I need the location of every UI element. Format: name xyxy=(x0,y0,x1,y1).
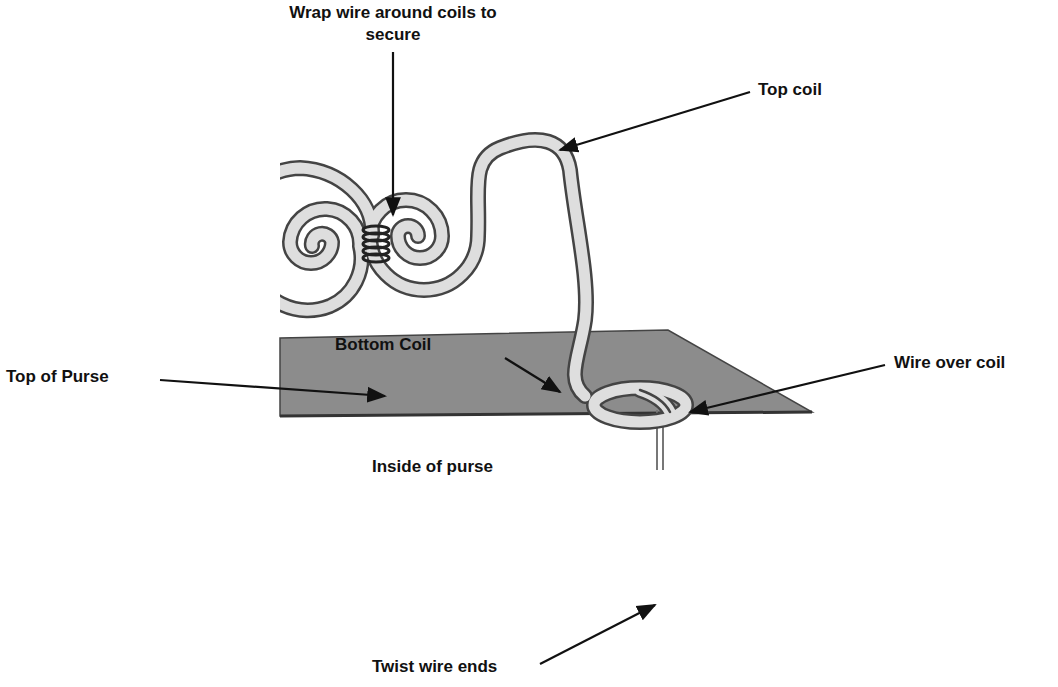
purse-edge xyxy=(280,412,812,416)
callout-label: Bottom Coil xyxy=(335,334,431,356)
callout-label: Inside of purse xyxy=(372,456,493,478)
callout-label: Wire over coil xyxy=(894,352,1005,374)
purse-top xyxy=(280,330,812,416)
callout-label: Top coil xyxy=(758,79,822,101)
leader-arrows xyxy=(160,52,885,664)
wrap-wire xyxy=(363,226,389,262)
wire-coils xyxy=(280,140,686,422)
callout-label: Twist wire ends xyxy=(372,656,497,678)
callout-label: Top of Purse xyxy=(6,366,109,388)
callout-label: Wrap wire around coils to secure xyxy=(273,2,513,46)
